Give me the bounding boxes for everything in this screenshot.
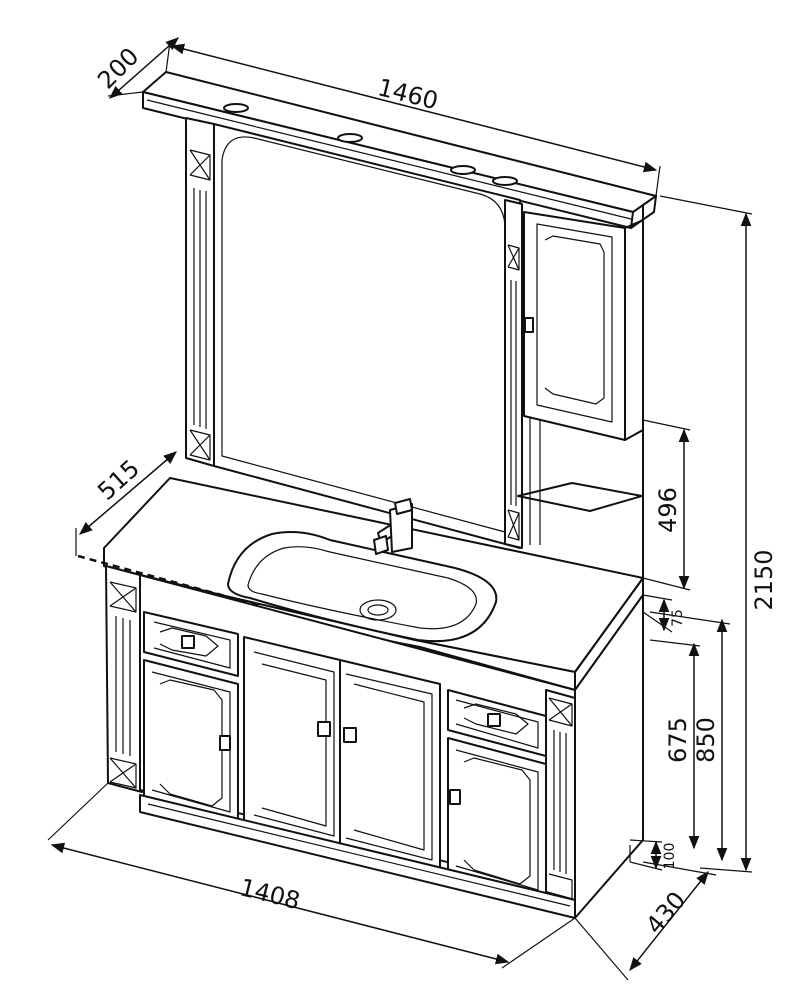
basin-drain xyxy=(359,599,397,621)
basin-outer xyxy=(227,531,498,643)
dim-cabinet-height: 675 xyxy=(664,717,692,763)
center-door-right-handle xyxy=(343,727,357,743)
dim-base-depth: 430 xyxy=(640,886,691,939)
vanity-cabinet xyxy=(77,477,644,919)
vanity-left-side xyxy=(105,565,143,793)
lamp-3 xyxy=(450,165,476,175)
right-door-handle xyxy=(449,789,461,805)
center-door-right xyxy=(339,659,441,871)
wall-cabinet-door-panel xyxy=(536,223,613,423)
lamp-2 xyxy=(337,133,363,143)
left-door-handle xyxy=(219,735,231,751)
glass-shelf xyxy=(517,482,643,512)
dim-top-width: 1460 xyxy=(375,73,441,115)
vanity-right-side xyxy=(574,594,644,919)
faucet xyxy=(373,498,413,555)
basin-inner xyxy=(247,546,478,630)
dim-top-thickness: 75 xyxy=(670,609,686,627)
right-drawer-handle xyxy=(487,713,501,727)
dim-basin-depth: 515 xyxy=(92,454,145,505)
mirror-frame xyxy=(213,123,521,549)
dim-total-height: 2150 xyxy=(750,549,778,610)
dim-top-depth: 200 xyxy=(92,42,144,94)
lamp-4 xyxy=(492,176,518,186)
lamp-1 xyxy=(223,103,249,113)
center-door-left-handle xyxy=(317,721,331,737)
mirror-right-pilaster xyxy=(504,199,523,549)
dim-plinth-height: 100 xyxy=(662,843,678,870)
dim-counter-height: 850 xyxy=(692,717,720,763)
dim-base-width: 1408 xyxy=(237,873,303,915)
wall-cabinet-handle xyxy=(524,317,534,333)
left-drawer-handle xyxy=(181,635,195,649)
dim-mirror-gap: 496 xyxy=(654,487,682,533)
